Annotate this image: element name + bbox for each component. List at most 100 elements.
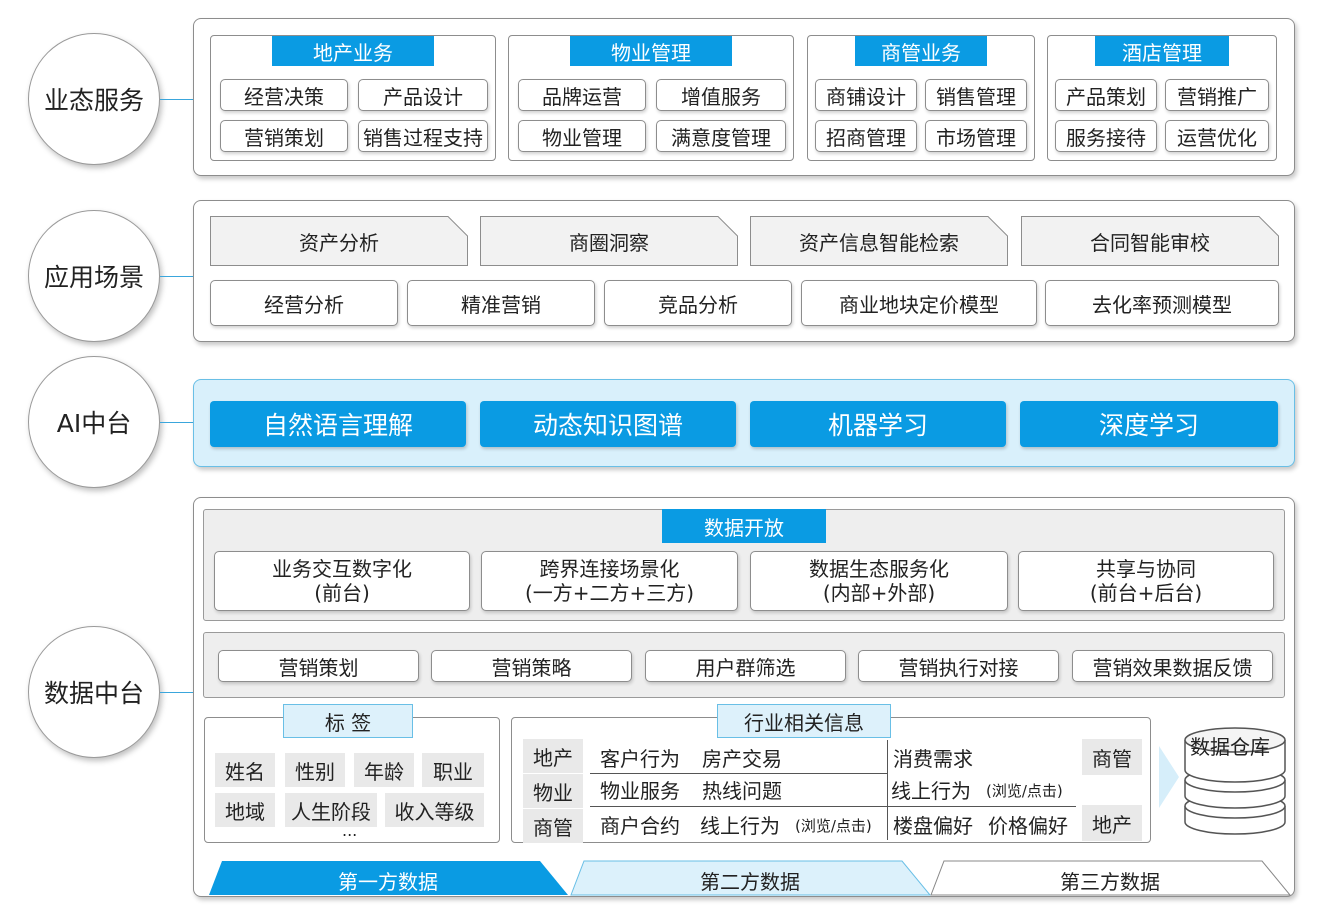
business-item: 品牌运营 (518, 79, 646, 111)
connector-scenario (160, 276, 194, 277)
data-open-item-line1: 共享与协同 (1096, 557, 1196, 581)
business-item: 增值服务 (656, 79, 786, 111)
business-group-title: 物业管理 (570, 36, 732, 66)
layer-label-business: 业态服务 (28, 33, 160, 165)
industry-cell-note: (浏览/点击) (795, 817, 872, 835)
tag-item: 职业 (422, 753, 484, 787)
data-open-item-line2: (内部+外部) (822, 581, 936, 605)
data-open-item-line1: 业务交互数字化 (272, 557, 412, 581)
ai-capability: 动态知识图谱 (480, 401, 736, 447)
scenario-tag: 资产信息智能检索 (750, 216, 1008, 266)
marketing-item: 营销执行对接 (858, 650, 1059, 682)
business-group-title: 商管业务 (855, 36, 987, 66)
first-party-bar (209, 861, 568, 895)
arrow-right-icon (1159, 746, 1179, 808)
data-open-item: 共享与协同 (前台+后台) (1018, 551, 1274, 611)
tag-item: 收入等级 (385, 793, 484, 827)
scenario-tag: 资产分析 (210, 216, 468, 266)
business-item: 经营决策 (220, 79, 348, 111)
data-open-item-line1: 数据生态服务化 (809, 557, 949, 581)
marketing-item: 营销效果数据反馈 (1072, 650, 1273, 682)
second-party-bar (570, 860, 932, 896)
industry-divider (888, 806, 1076, 807)
ai-capability: 机器学习 (750, 401, 1006, 447)
scenario-item: 竞品分析 (604, 280, 792, 326)
layer-label-data: 数据中台 (28, 626, 160, 758)
industry-section (511, 717, 1151, 843)
tag-item: 姓名 (215, 753, 275, 787)
business-item: 运营优化 (1165, 120, 1269, 152)
tag-item: 地域 (215, 793, 275, 827)
industry-cell: 价格偏好 (988, 814, 1068, 838)
scenario-tag: 商圈洞察 (480, 216, 738, 266)
scenario-item: 经营分析 (210, 280, 398, 326)
tag-item: 年龄 (354, 753, 414, 787)
business-item: 营销推广 (1165, 79, 1269, 111)
first-party-label: 第一方数据 (338, 870, 438, 894)
industry-row-label: 物业 (523, 774, 583, 808)
business-item: 产品策划 (1055, 79, 1157, 111)
industry-cell-note: (浏览/点击) (986, 782, 1063, 800)
layer-label-scenario: 应用场景 (28, 210, 160, 342)
tag-item: 性别 (285, 753, 345, 787)
industry-row-label: 地产 (523, 739, 583, 773)
tags-more: ... (342, 821, 358, 840)
industry-row-label: 商管 (523, 809, 583, 843)
industry-divider (590, 806, 888, 807)
industry-right-label: 地产 (1082, 805, 1142, 841)
business-item: 商铺设计 (815, 79, 917, 111)
second-party-label: 第二方数据 (700, 870, 800, 894)
industry-cell: 线上行为 (891, 779, 971, 803)
third-party-label: 第三方数据 (1060, 870, 1160, 894)
ai-capability: 自然语言理解 (210, 401, 466, 447)
industry-cell: 消费需求 (893, 747, 973, 771)
business-item: 服务接待 (1055, 120, 1157, 152)
business-item: 营销策划 (220, 120, 348, 152)
business-item: 市场管理 (925, 120, 1027, 152)
ai-capability: 深度学习 (1020, 401, 1278, 447)
industry-cell: 线上行为 (700, 814, 780, 838)
data-open-item-line2: (前台+后台) (1089, 581, 1203, 605)
business-item: 产品设计 (358, 79, 488, 111)
business-item: 招商管理 (815, 120, 917, 152)
marketing-item: 用户群筛选 (645, 650, 846, 682)
connector-business (160, 99, 194, 100)
third-party-bar (930, 860, 1292, 896)
scenario-item: 商业地块定价模型 (801, 280, 1037, 326)
industry-divider (887, 740, 888, 840)
business-item: 物业管理 (518, 120, 646, 152)
industry-cell: 物业服务 (600, 779, 680, 803)
warehouse-label: 数据仓库 (1190, 735, 1270, 759)
scenario-item: 精准营销 (407, 280, 595, 326)
data-open-item-line2: (前台) (314, 581, 370, 605)
data-open-item: 数据生态服务化 (内部+外部) (750, 551, 1008, 611)
connector-data (160, 692, 194, 693)
layer-label-ai: AI中台 (28, 356, 160, 488)
marketing-item: 营销策划 (218, 650, 419, 682)
scenario-tag: 合同智能审校 (1021, 216, 1279, 266)
database-cylinder-icon (1184, 727, 1286, 835)
business-group-title: 酒店管理 (1095, 36, 1229, 66)
business-item: 满意度管理 (656, 120, 786, 152)
industry-divider (590, 773, 888, 774)
industry-title: 行业相关信息 (717, 704, 891, 738)
connector-ai (160, 422, 194, 423)
industry-cell: 客户行为 (600, 747, 680, 771)
scenario-item: 去化率预测模型 (1045, 280, 1279, 326)
data-open-item: 业务交互数字化 (前台) (214, 551, 470, 611)
data-open-item-line2: (一方+二方+三方) (524, 581, 695, 605)
business-group-title: 地产业务 (272, 36, 434, 66)
data-open-item-line1: 跨界连接场景化 (539, 557, 680, 581)
business-item: 销售管理 (925, 79, 1027, 111)
industry-cell: 商户合约 (600, 814, 680, 838)
data-open-item: 跨界连接场景化 (一方+二方+三方) (481, 551, 738, 611)
business-item: 销售过程支持 (358, 120, 488, 152)
industry-cell: 房产交易 (702, 747, 782, 771)
tag-item: 人生阶段 (285, 793, 377, 827)
industry-cell: 楼盘偏好 (893, 814, 973, 838)
industry-cell: 热线问题 (702, 779, 782, 803)
tags-title: 标 签 (283, 704, 413, 738)
marketing-item: 营销策略 (431, 650, 632, 682)
industry-right-label: 商管 (1082, 739, 1142, 775)
data-open-title: 数据开放 (662, 509, 826, 543)
